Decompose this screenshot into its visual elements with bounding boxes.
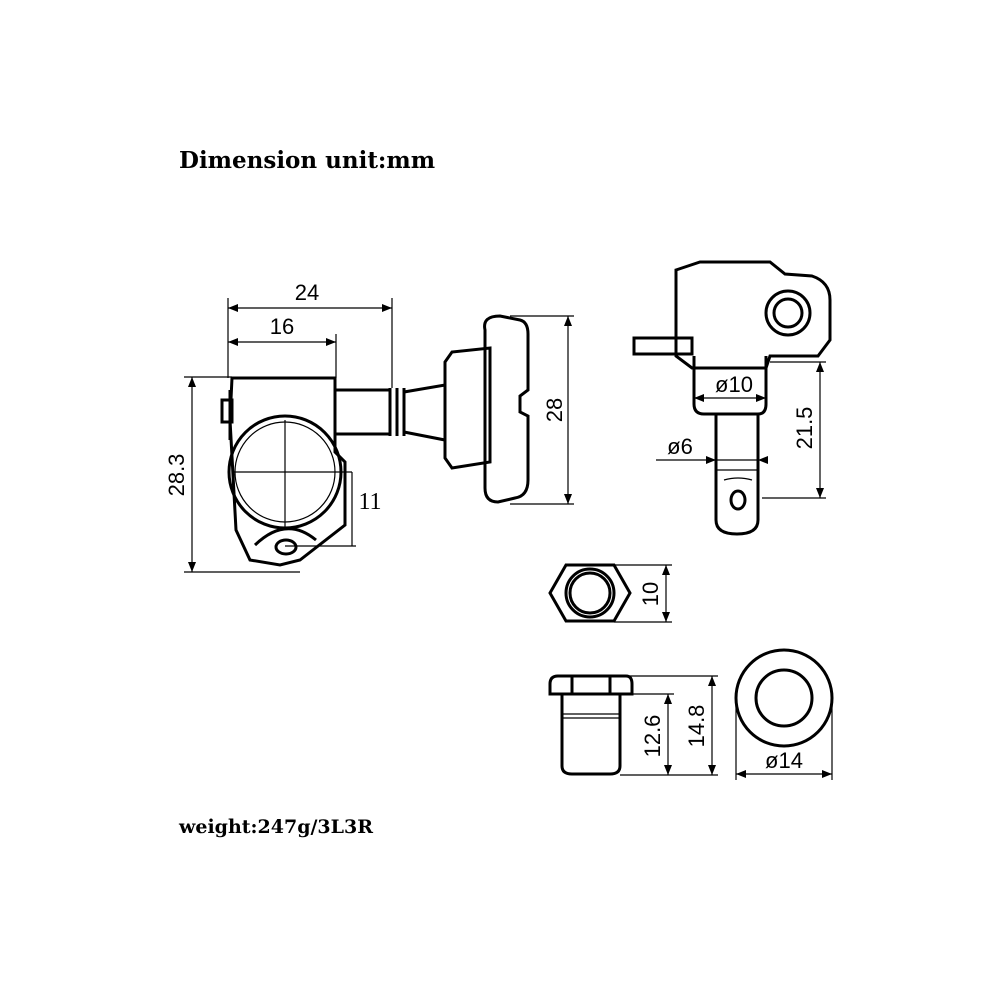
dimension-21-5-label: 21.5 — [792, 407, 817, 450]
dimension-nut-10-label: 10 — [638, 582, 663, 606]
dimension-28: 28 — [510, 315, 574, 505]
dimension-28-3-label: 28.3 — [164, 454, 189, 497]
dimension-28-3: 28.3 — [164, 376, 300, 573]
dimension-phi14-label: ø14 — [765, 748, 803, 773]
dimension-phi6: ø6 — [656, 434, 768, 464]
dimension-24-label: 24 — [295, 280, 319, 305]
dimension-phi6-label: ø6 — [667, 434, 693, 459]
dimension-phi10: ø10 — [694, 372, 766, 402]
dimension-phi14: ø14 — [735, 698, 833, 780]
dimension-14-8: 14.8 — [620, 675, 718, 776]
dimension-21-5: 21.5 — [762, 361, 826, 499]
dimension-14-8-label: 14.8 — [684, 705, 709, 748]
dimension-28-label: 28 — [542, 398, 567, 422]
dimension-16-label: 16 — [270, 314, 294, 339]
dimension-24: 24 — [227, 280, 393, 388]
dimension-16: 16 — [228, 314, 337, 378]
washer — [734, 648, 834, 748]
page-title: Dimension unit:mm — [179, 147, 436, 174]
tuner-side-view — [632, 260, 832, 536]
dimension-11: 11 — [285, 472, 382, 547]
dimension-phi10-label: ø10 — [715, 372, 753, 397]
hex-nut — [548, 563, 632, 623]
dimension-nut-10: 10 — [614, 564, 672, 623]
dimension-12-6-label: 12.6 — [640, 715, 665, 758]
dimension-12-6: 12.6 — [632, 693, 674, 775]
weight-label: weight:247g/3L3R — [179, 816, 374, 838]
dimension-11-label: 11 — [358, 489, 381, 515]
tuner-front-view — [220, 314, 530, 567]
bushing — [548, 674, 634, 776]
